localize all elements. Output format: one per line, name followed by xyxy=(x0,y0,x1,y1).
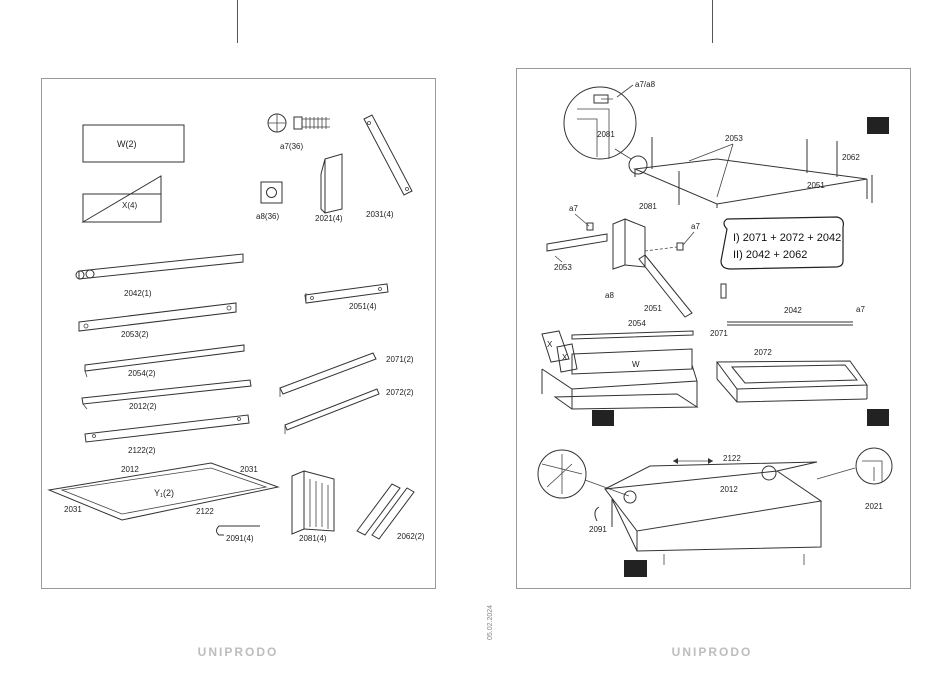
brand-logo-right: UNIPRODO xyxy=(671,645,753,659)
label-2081: 2081(4) xyxy=(299,534,327,543)
label-s5-2021: 2021 xyxy=(865,502,883,511)
parts-list-panel: W(2) X(4) a7(36) a8(36) 2021(4) xyxy=(41,78,436,589)
step-1-marker xyxy=(867,117,889,134)
label-s1-2053: 2053 xyxy=(725,134,743,143)
step-3-marker xyxy=(592,410,614,426)
print-date: 05.02.2024 xyxy=(487,604,494,640)
callout-line-1: I) 2071 + 2072 + 2042 xyxy=(733,232,841,244)
label-s1-2062: 2062 xyxy=(842,153,860,162)
step-2-bracket-detail: a7 2081 2053 a7 a8 2051 xyxy=(546,202,700,318)
label-2091: 2091(4) xyxy=(226,534,254,543)
part-2081: 2081(4) xyxy=(291,470,335,543)
label-x: X(4) xyxy=(122,201,137,210)
label-2062: 2062(2) xyxy=(397,532,425,541)
label-2051: 2051(4) xyxy=(349,302,377,311)
label-frame-2122: 2122 xyxy=(196,507,214,516)
step-1-frame-assembly: a7/a8 2081 2053 2062 2051 xyxy=(563,80,889,208)
label-s2-2081: 2081 xyxy=(639,202,657,211)
part-2053: 2053(2) xyxy=(78,302,237,339)
label-2122: 2122(2) xyxy=(128,446,156,455)
label-2012: 2012(2) xyxy=(129,402,157,411)
part-2021: 2021(4) xyxy=(315,153,343,223)
label-2053: 2053(2) xyxy=(121,330,149,339)
label-s3-w: W xyxy=(632,360,640,369)
step-4-rail-assembly: 2042 a7 2071 2072 xyxy=(710,283,889,426)
part-a7-screw: a7(36) xyxy=(267,113,330,151)
part-2072: 2072(2) xyxy=(284,388,414,434)
part-2051: 2051(4) xyxy=(304,283,389,311)
label-s4-2042: 2042 xyxy=(784,306,802,315)
step-5-lid-assembly: 2122 2012 2091 2021 xyxy=(537,447,893,577)
label-s4-2071: 2071 xyxy=(710,329,728,338)
label-a7: a7(36) xyxy=(280,142,303,151)
part-2012: 2012(2) xyxy=(81,379,252,411)
part-2054: 2054(2) xyxy=(84,344,245,378)
label-s4-a7: a7 xyxy=(856,305,865,314)
label-s2-a7-left: a7 xyxy=(569,204,578,213)
part-2042: 2042(1) xyxy=(75,253,244,298)
label-s2-a7-right: a7 xyxy=(691,222,700,231)
label-s5-2012: 2012 xyxy=(720,485,738,494)
step-4-marker xyxy=(867,409,889,426)
label-2071: 2071(2) xyxy=(386,355,414,364)
part-a8-nut: a8(36) xyxy=(256,181,283,221)
label-w: W(2) xyxy=(117,139,137,149)
label-s2-a8: a8 xyxy=(605,291,614,300)
assembly-diagram: a7/a8 2081 2053 2062 2051 a7 2 xyxy=(537,80,893,577)
label-2054: 2054(2) xyxy=(128,369,156,378)
label-s5-2122: 2122 xyxy=(723,454,741,463)
part-2062: 2062(2) xyxy=(356,483,425,541)
assembly-callout: I) 2071 + 2072 + 2042 II) 2042 + 2062 xyxy=(720,216,844,270)
callout-line-2: II) 2042 + 2062 xyxy=(733,249,807,261)
label-s1-a7a8: a7/a8 xyxy=(635,80,656,89)
part-x: X(4) xyxy=(81,175,162,223)
part-2091: 2091(4) xyxy=(216,525,260,543)
label-a8: a8(36) xyxy=(256,212,279,221)
label-s2-2053: 2053 xyxy=(554,263,572,272)
fold-mark-left xyxy=(237,0,238,43)
label-s2-2051: 2051 xyxy=(644,304,662,313)
label-2042: 2042(1) xyxy=(124,289,152,298)
part-2031: 2031(4) xyxy=(363,114,413,219)
label-s4-2072: 2072 xyxy=(754,348,772,357)
part-y1-frame: 2012 2031 Y₁(2) 2031 2122 xyxy=(47,462,280,521)
label-2031: 2031(4) xyxy=(366,210,394,219)
label-s3-2054: 2054 xyxy=(628,319,646,328)
step-5-marker xyxy=(624,560,647,577)
label-s1-2051: 2051 xyxy=(807,181,825,190)
label-frame-2031-left: 2031 xyxy=(64,505,82,514)
part-2122: 2122(2) xyxy=(84,414,250,455)
step-3-panel-placement: 2054 X X W xyxy=(541,319,699,426)
label-frame-y1: Y₁(2) xyxy=(154,488,174,498)
brand-logo-left: UNIPRODO xyxy=(197,645,279,659)
label-2072: 2072(2) xyxy=(386,388,414,397)
label-s3-x1: X xyxy=(547,340,553,349)
part-w: W(2) xyxy=(82,124,185,163)
label-s5-2091: 2091 xyxy=(589,525,607,534)
label-s1-2081: 2081 xyxy=(597,130,615,139)
fold-mark-right xyxy=(712,0,713,43)
label-s3-x2: X xyxy=(562,353,568,362)
parts-diagram: W(2) X(4) a7(36) a8(36) 2021(4) xyxy=(47,113,425,543)
label-frame-2012: 2012 xyxy=(121,465,139,474)
part-2071: 2071(2) xyxy=(279,352,414,397)
label-2021: 2021(4) xyxy=(315,214,343,223)
label-frame-2031-right: 2031 xyxy=(240,465,258,474)
assembly-steps-panel: a7/a8 2081 2053 2062 2051 a7 2 xyxy=(516,68,911,589)
